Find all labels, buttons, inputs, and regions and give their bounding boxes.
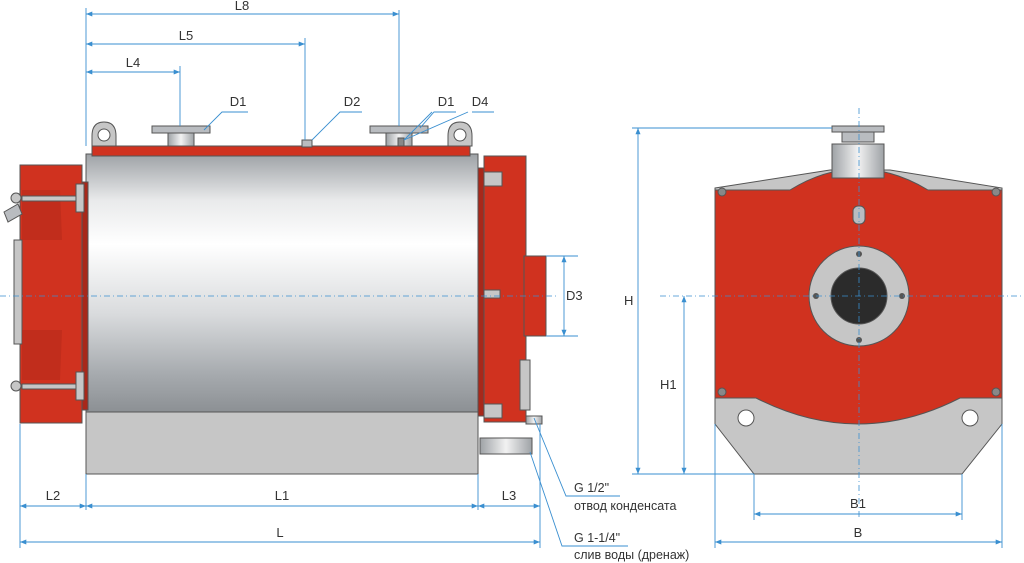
label-h: H	[624, 293, 633, 308]
front-top-flange	[841, 131, 875, 143]
label-b1: B1	[850, 496, 866, 511]
sleeve-d2	[301, 139, 313, 148]
lifting-lug-right	[447, 121, 473, 147]
side-view	[3, 121, 547, 475]
label-d2: D2	[344, 94, 361, 109]
bolt	[717, 187, 727, 197]
bolt	[991, 187, 1001, 197]
bolt	[856, 337, 862, 343]
drain-pipe	[479, 437, 533, 455]
lifting-lug-left	[91, 121, 117, 147]
label-h1: H1	[660, 377, 677, 392]
base-frame	[85, 411, 479, 475]
rear-smoke-box	[477, 155, 531, 423]
top-plate	[91, 145, 471, 157]
base-hole-left	[737, 409, 755, 427]
label-d4: D4	[472, 94, 489, 109]
front-top-flange-plate	[831, 125, 885, 133]
label-l4: L4	[126, 55, 140, 70]
label-d3: D3	[566, 288, 583, 303]
note-condensate-text: отвод конденсата	[574, 499, 676, 513]
label-l8: L8	[235, 0, 249, 13]
center-lines	[0, 108, 1024, 520]
front-view	[714, 125, 1003, 475]
label-l: L	[276, 525, 283, 540]
base-hole-right	[961, 409, 979, 427]
sleeve-d4	[397, 137, 405, 147]
bolt	[991, 387, 1001, 397]
label-l3: L3	[502, 488, 516, 503]
front-door	[3, 164, 89, 424]
note-condensate-size: G 1/2"	[574, 481, 609, 495]
dimension-lines	[19, 8, 1003, 548]
label-d1-left: D1	[230, 94, 247, 109]
note-drain-size: G 1-1/4"	[574, 531, 620, 545]
pipe-notes: G 1/2" отвод конденсата G 1-1/4" слив во…	[574, 481, 689, 562]
bolt	[899, 293, 905, 299]
boiler-shell	[85, 153, 479, 413]
flange-d1-left	[151, 125, 211, 147]
note-drain-text: слив воды (дренаж)	[574, 548, 689, 562]
label-l5: L5	[179, 28, 193, 43]
dimension-labels: L8 L5 L4 D1 D2 D1 D4 D3 L2 L1 L3 L H H1 …	[46, 0, 866, 540]
front-top-pipe	[831, 143, 885, 179]
label-b: B	[854, 525, 863, 540]
bolt	[717, 387, 727, 397]
label-d1-right: D1	[438, 94, 455, 109]
label-l1: L1	[275, 488, 289, 503]
condensate-pipe	[525, 415, 543, 425]
label-l2: L2	[46, 488, 60, 503]
